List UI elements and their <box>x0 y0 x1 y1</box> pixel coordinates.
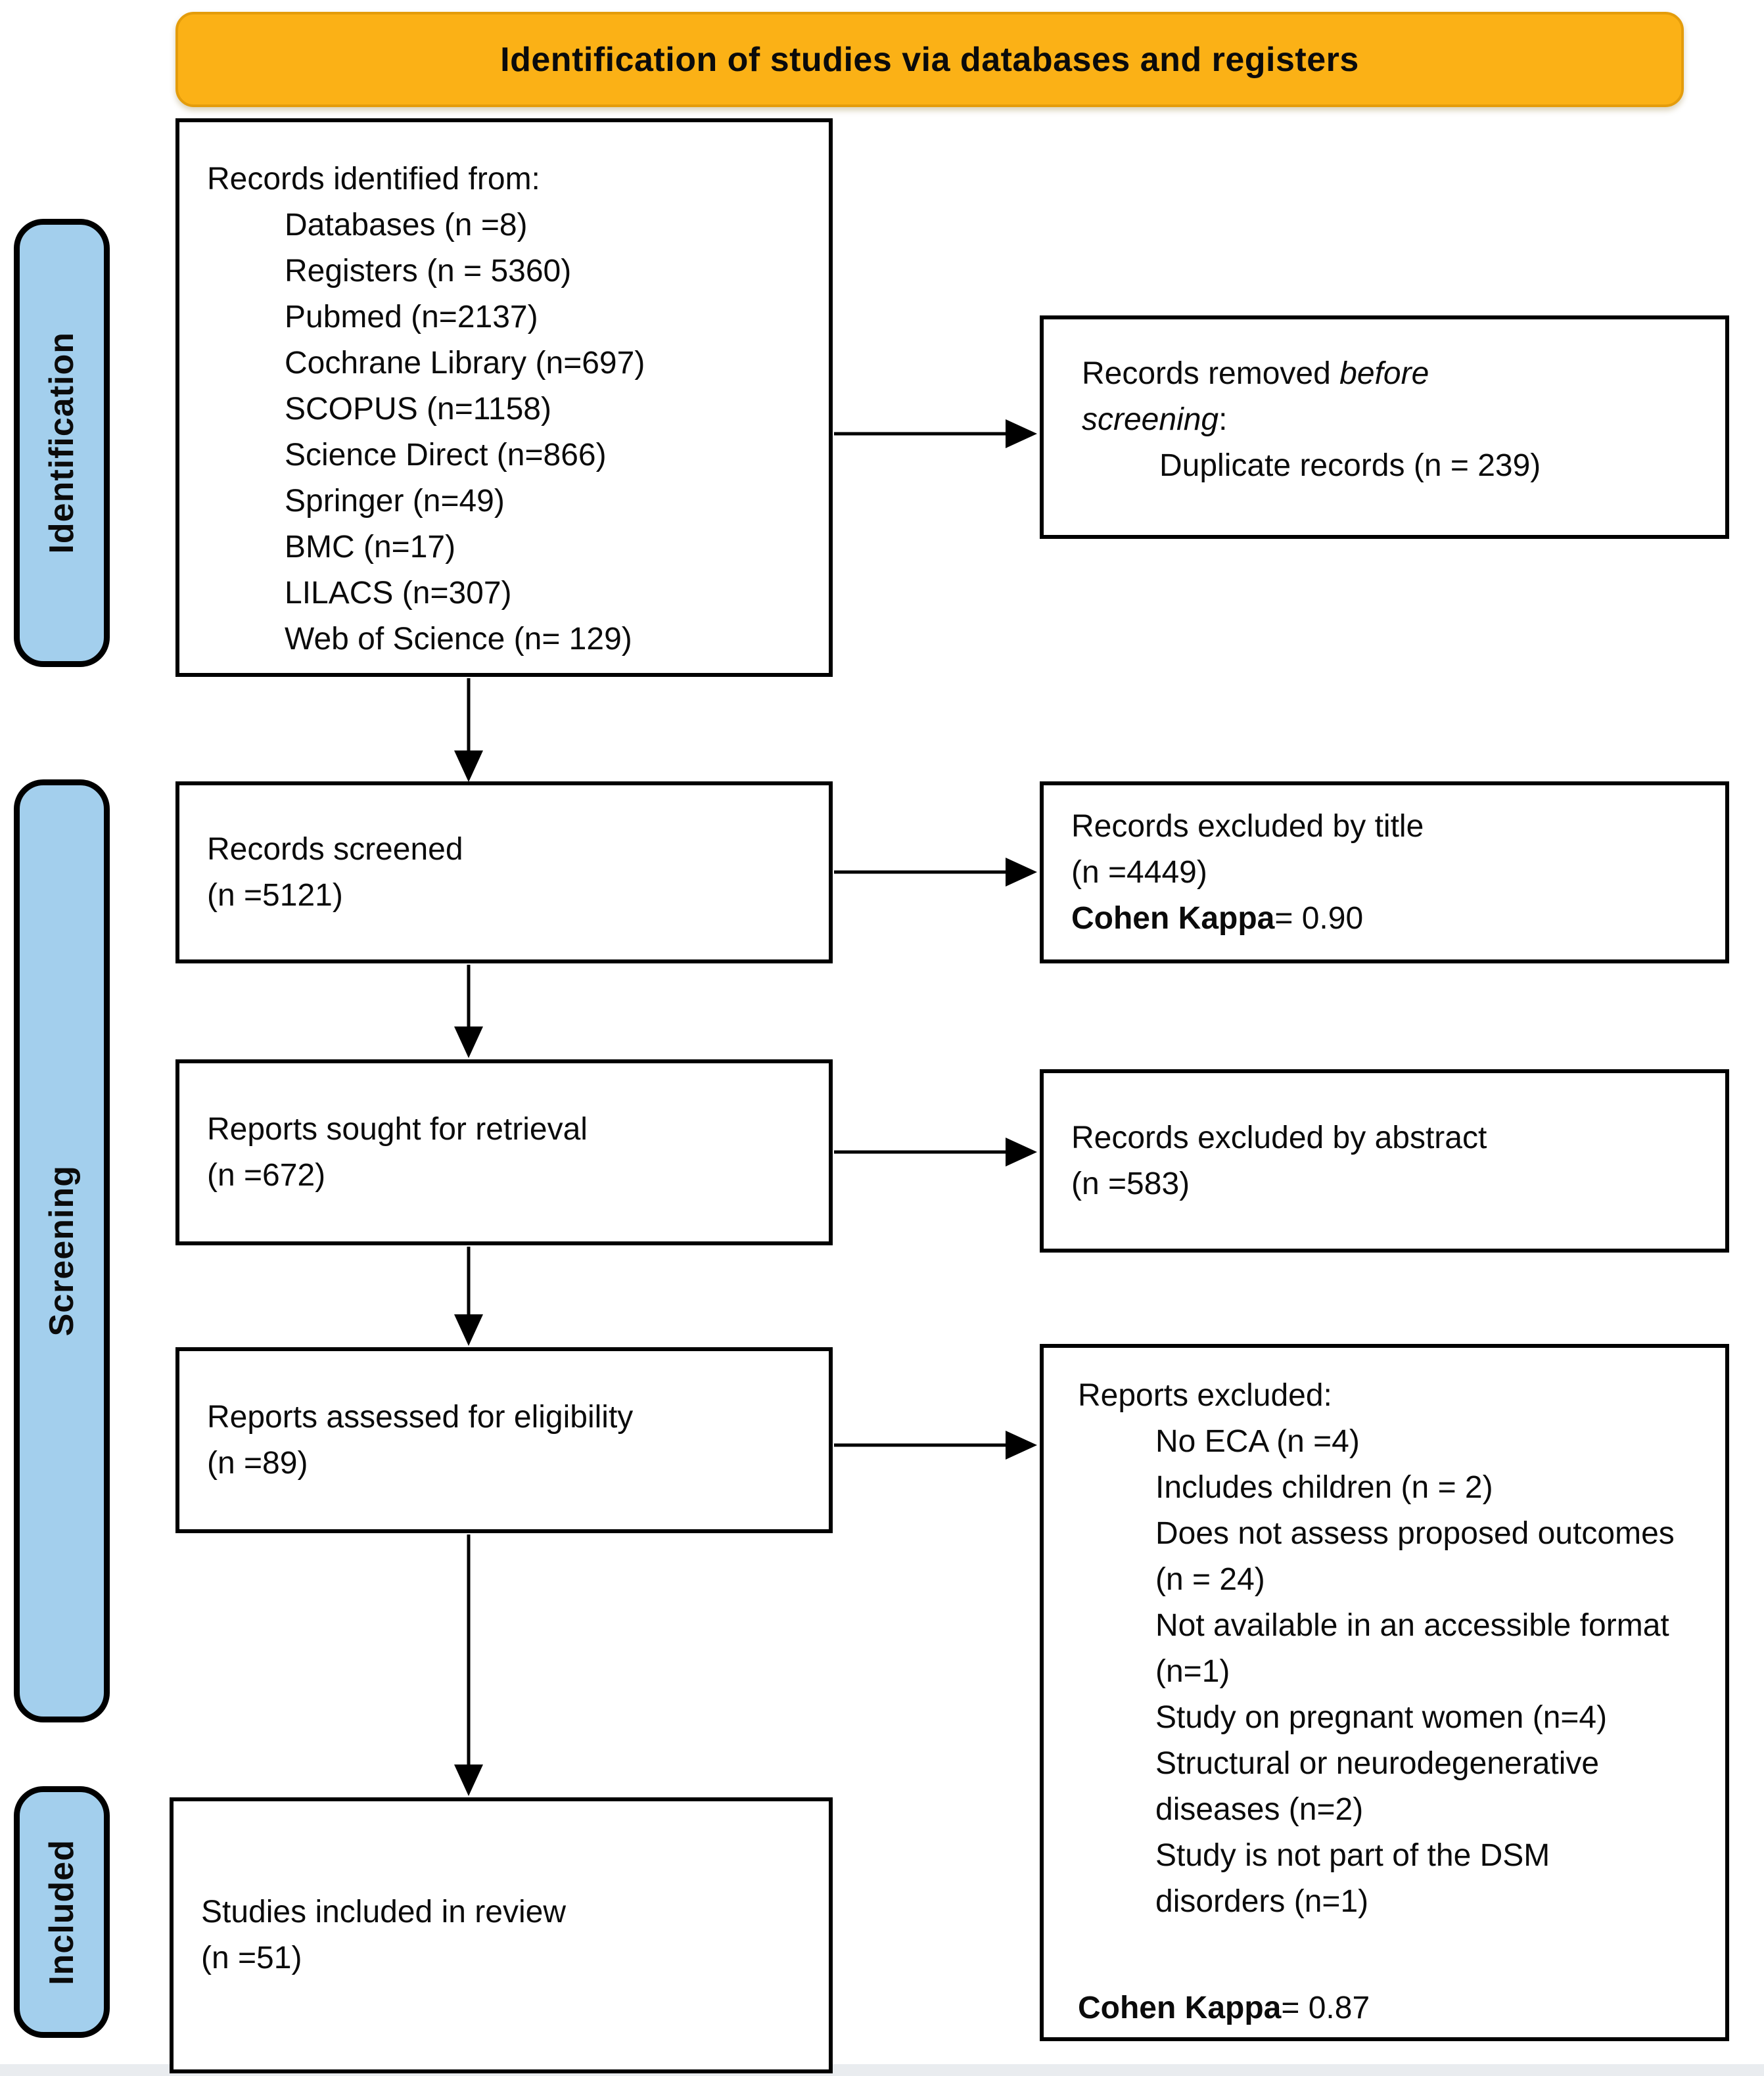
records-screened-line1: Records screened <box>207 831 463 867</box>
records-removed-line1: Records removed before <box>1082 356 1429 391</box>
stage-label-included: Included <box>14 1786 110 2038</box>
reports-sought-line2: (n =672) <box>207 1157 326 1193</box>
stage-label-screening: Screening <box>14 779 110 1722</box>
source-item: SCOPUS (n=1158) <box>285 392 551 427</box>
source-item: Pubmed (n=2137) <box>285 300 538 334</box>
box-reports-excluded: Reports excluded: No ECA (n =4) Includes… <box>1040 1344 1729 2041</box>
arrowhead-sought-to-excluded-abstract <box>1006 1138 1037 1166</box>
box-reports-sought: Reports sought for retrieval (n =672) <box>175 1059 833 1245</box>
source-item: Science Direct (n=866) <box>285 438 607 473</box>
exclusion-reason: Study is not part of the DSM disorders (… <box>1155 1838 1550 1919</box>
arrowhead-screened-to-excluded-title <box>1006 858 1037 887</box>
reports-sought-line1: Reports sought for retrieval <box>207 1111 588 1147</box>
source-item: Cochrane Library (n=697) <box>285 346 645 381</box>
arrowhead-identified-to-screened <box>454 750 483 782</box>
source-item: Web of Science (n= 129) <box>285 622 632 657</box>
stage-label-identification: Identification <box>14 219 110 667</box>
studies-included-line1: Studies included in review <box>201 1895 566 1929</box>
excluded-title-line2: (n =4449) <box>1071 854 1207 890</box>
studies-included-line2: (n =51) <box>201 1941 302 1975</box>
stage-label-screening-text: Screening <box>43 1165 81 1337</box>
box-records-identified: Records identified from: Databases (n =8… <box>175 118 833 677</box>
exclusion-reason: Does not assess proposed outcomes (n = 2… <box>1155 1516 1675 1597</box>
exclusion-reason: Not available in an accessible format (n… <box>1155 1608 1669 1689</box>
box-records-excluded-abstract: Records excluded by abstract (n =583) <box>1040 1069 1729 1253</box>
duplicate-records-item: Duplicate records (n = 239) <box>1159 448 1541 483</box>
exclusion-reason: No ECA (n =4) <box>1155 1424 1360 1459</box>
source-item: BMC (n=17) <box>285 530 456 565</box>
excluded-title-line1: Records excluded by title <box>1071 808 1424 844</box>
exclusion-reason: Includes children (n = 2) <box>1155 1470 1493 1505</box>
excluded-abstract-line2: (n =583) <box>1071 1166 1190 1201</box>
box-studies-included: Studies included in review (n =51) <box>170 1797 833 2073</box>
box-records-screened: Records screened (n =5121) <box>175 781 833 963</box>
reports-excluded-kappa: Cohen Kappa= 0.87 <box>1078 1991 1370 2025</box>
source-item: Springer (n=49) <box>285 484 505 519</box>
source-item: Databases (n =8) <box>285 208 528 242</box>
box-records-removed: Records removed before screening: Duplic… <box>1040 315 1729 539</box>
arrowhead-screened-to-sought <box>454 1026 483 1058</box>
source-item: Registers (n = 5360) <box>285 254 572 288</box>
box-records-excluded-title: Records excluded by title (n =4449) Cohe… <box>1040 781 1729 963</box>
records-identified-title: Records identified from: <box>207 162 540 196</box>
exclusion-reason: Structural or neurodegenerative diseases… <box>1155 1746 1600 1827</box>
reports-assessed-line2: (n =89) <box>207 1445 308 1481</box>
reports-excluded-title: Reports excluded: <box>1078 1378 1332 1413</box>
stage-label-identification-text: Identification <box>43 332 81 554</box>
banner-title: Identification of studies via databases … <box>500 40 1359 79</box>
arrowhead-sought-to-assessed <box>454 1314 483 1346</box>
records-screened-line2: (n =5121) <box>207 877 343 913</box>
source-item: LILACS (n=307) <box>285 576 512 611</box>
banner: Identification of studies via databases … <box>175 12 1684 107</box>
box-reports-assessed: Reports assessed for eligibility (n =89) <box>175 1347 833 1533</box>
arrowhead-assessed-to-included <box>454 1765 483 1796</box>
excluded-title-kappa: Cohen Kappa= 0.90 <box>1071 900 1364 936</box>
exclusion-reason: Study on pregnant women (n=4) <box>1155 1700 1608 1735</box>
reports-assessed-line1: Reports assessed for eligibility <box>207 1399 634 1435</box>
records-removed-line2: screening: <box>1082 402 1228 437</box>
excluded-abstract-line1: Records excluded by abstract <box>1071 1120 1487 1155</box>
arrowhead-identified-to-removed <box>1006 419 1037 448</box>
arrowhead-assessed-to-reports-excluded <box>1006 1431 1037 1460</box>
stage-label-included-text: Included <box>43 1839 81 1985</box>
